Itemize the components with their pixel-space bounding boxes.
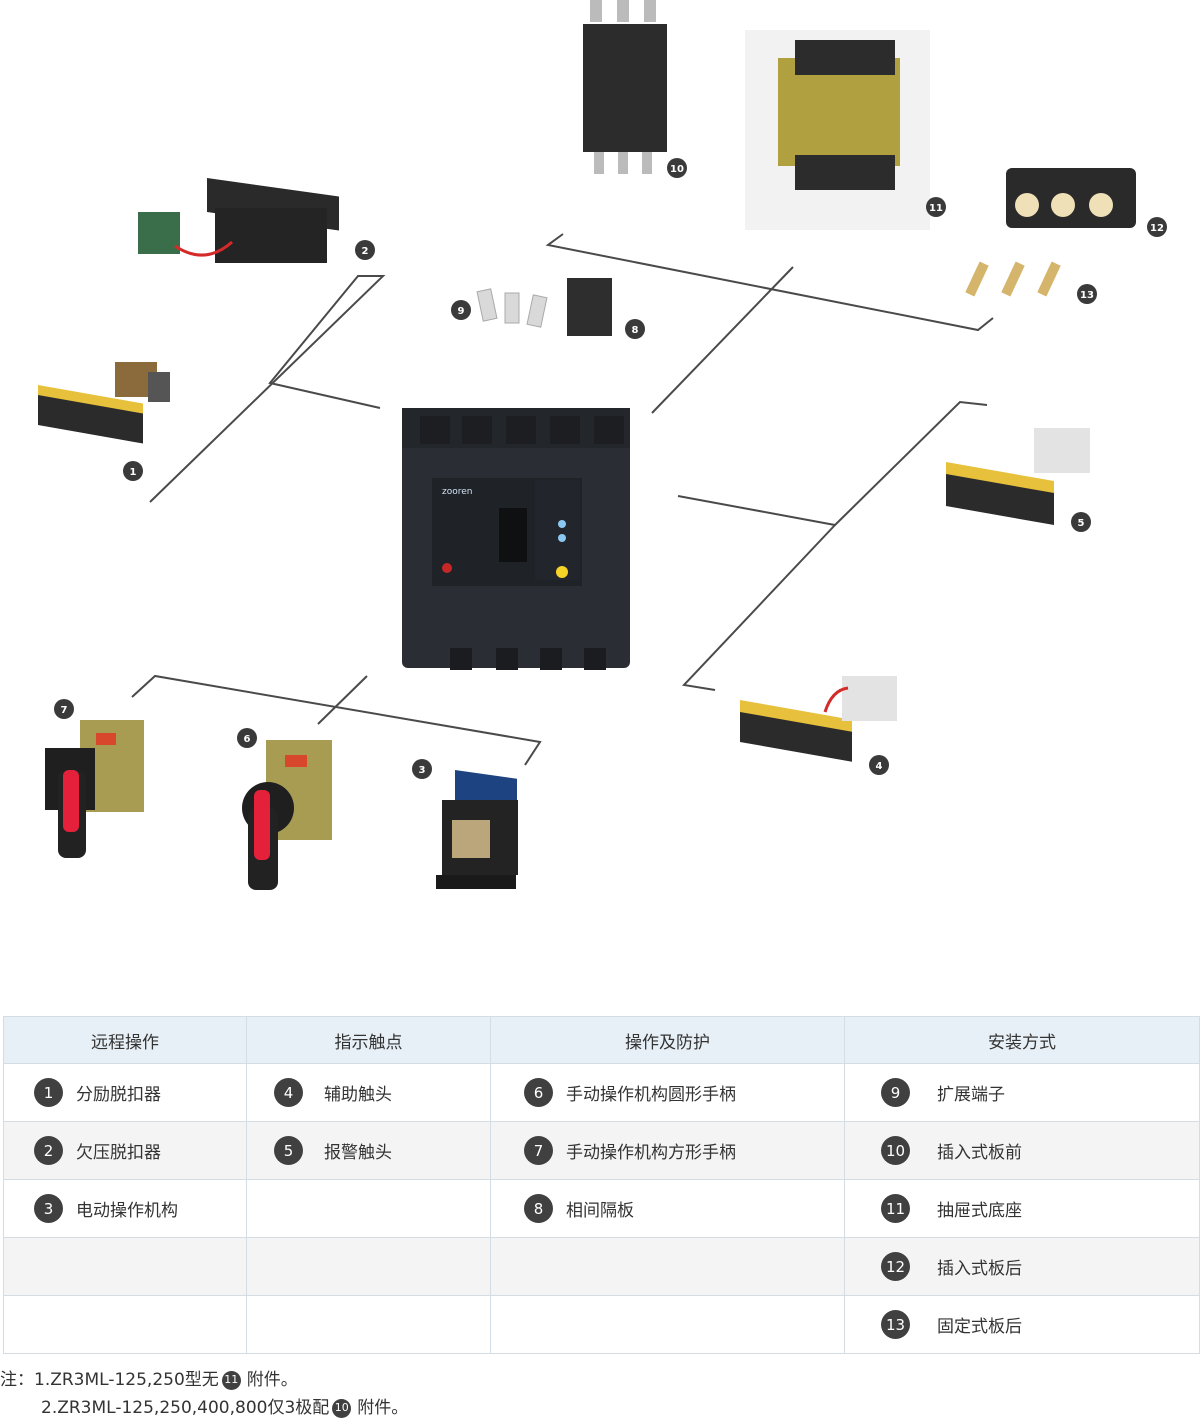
- item-number: 9: [881, 1078, 910, 1107]
- footnote-1-text: 1.ZR3ML-125,250型无: [34, 1370, 219, 1390]
- table-cell-empty: [246, 1179, 491, 1238]
- item-number: 4: [274, 1078, 303, 1107]
- connector-lines: [131, 233, 994, 766]
- table-cell-empty: [3, 1295, 247, 1354]
- callout-1: 1: [130, 467, 137, 478]
- item-label: 分励脱扣器: [76, 1085, 161, 1105]
- table-header-row: 远程操作 指示触点 操作及防护 安装方式: [3, 1016, 1200, 1064]
- footnotes: 注： 1.ZR3ML-125,250型无 11 附件。 2.ZR3ML-125,…: [0, 1366, 408, 1422]
- table-cell: 4 辅助触头: [246, 1063, 491, 1122]
- callout-11: 11: [929, 203, 943, 214]
- item-label: 电动操作机构: [76, 1201, 178, 1221]
- main-breaker: zooren: [402, 408, 630, 670]
- table-row: 3 电动操作机构 8 相间隔板 11 抽屉式底座: [3, 1179, 1200, 1238]
- table-cell-empty: [246, 1295, 491, 1354]
- item-label: 相间隔板: [566, 1201, 634, 1221]
- table-cell: 5 报警触头: [246, 1121, 491, 1180]
- accessory-plugin-rear: [1006, 168, 1136, 228]
- table-row: 2 欠压脱扣器 5 报警触头 7 手动操作机构方形手柄 10 插入式板前: [3, 1121, 1200, 1180]
- item-number: 1: [34, 1078, 63, 1107]
- item-number: 12: [881, 1252, 910, 1281]
- accessory-extension-terminals: [476, 288, 548, 328]
- callout-2: 2: [362, 246, 369, 257]
- callout-8: 8: [632, 325, 639, 336]
- item-label: 手动操作机构圆形手柄: [566, 1085, 736, 1105]
- header-installation-method: 安装方式: [844, 1016, 1200, 1064]
- item-label: 报警触头: [324, 1143, 392, 1163]
- table-cell: 10 插入式板前: [844, 1121, 1200, 1180]
- accessory-diagram: zooren: [38, 0, 1167, 890]
- accessory-rotary-handle-round: [242, 740, 332, 890]
- header-operation-protection: 操作及防护: [490, 1016, 845, 1064]
- item-label: 抽屉式底座: [937, 1201, 1022, 1221]
- callout-13: 13: [1080, 290, 1094, 301]
- accessory-drawout-base: [745, 30, 930, 230]
- table-cell: 11 抽屉式底座: [844, 1179, 1200, 1238]
- accessory-alarm-contact: [946, 428, 1090, 526]
- callout-5: 5: [1078, 518, 1085, 529]
- item-number: 10: [881, 1136, 910, 1165]
- header-indicator-contacts: 指示触点: [246, 1016, 491, 1064]
- brand-label: zooren: [442, 487, 472, 497]
- accessory-rotary-handle-square: [45, 720, 144, 858]
- accessory-plugin-front: [583, 0, 667, 174]
- table-cell-empty: [490, 1237, 845, 1296]
- table-cell: 6 手动操作机构圆形手柄: [490, 1063, 845, 1122]
- footnote-2: 2.ZR3ML-125,250,400,800仅3极配 10 附件。: [0, 1394, 408, 1422]
- callout-7: 7: [61, 705, 68, 716]
- item-number: 11: [881, 1194, 910, 1223]
- footnote-1: 注： 1.ZR3ML-125,250型无 11 附件。: [0, 1366, 408, 1394]
- footnote-1-number: 11: [221, 1370, 241, 1390]
- table-cell: 13 固定式板后: [844, 1295, 1200, 1354]
- item-label: 固定式板后: [937, 1317, 1022, 1337]
- table-cell-empty: [3, 1237, 247, 1296]
- item-label: 插入式板前: [937, 1143, 1022, 1163]
- item-number: 8: [524, 1194, 553, 1223]
- accessory-undervoltage-release: [138, 178, 339, 263]
- table-row: 1 分励脱扣器 4 辅助触头 6 手动操作机构圆形手柄 9 扩展端子: [3, 1063, 1200, 1122]
- accessory-table: 远程操作 指示触点 操作及防护 安装方式 1 分励脱扣器 4 辅助触头 6 手动操作机…: [3, 1016, 1200, 1354]
- footnote-2-suffix: 附件。: [357, 1398, 409, 1418]
- item-number: 7: [524, 1136, 553, 1165]
- table-cell-empty: [490, 1295, 845, 1354]
- table-cell: 1 分励脱扣器: [3, 1063, 247, 1122]
- table-cell: 12 插入式板后: [844, 1237, 1200, 1296]
- item-number: 3: [34, 1194, 63, 1223]
- table-cell-empty: [246, 1237, 491, 1296]
- footnote-1-suffix: 附件。: [246, 1370, 298, 1390]
- item-number: 2: [34, 1136, 63, 1165]
- item-label: 欠压脱扣器: [76, 1143, 161, 1163]
- accessory-phase-barrier: [567, 278, 612, 336]
- item-number: 5: [274, 1136, 303, 1165]
- item-number: 6: [524, 1078, 553, 1107]
- table-cell: 9 扩展端子: [844, 1063, 1200, 1122]
- item-label: 插入式板后: [937, 1259, 1022, 1279]
- table-cell: 7 手动操作机构方形手柄: [490, 1121, 845, 1180]
- callout-badges: 1 2 3 4 5 6 7 8 9 10 11 12 13: [54, 158, 1167, 779]
- accessory-shunt-release: [38, 362, 170, 444]
- table-cell: 8 相间隔板: [490, 1179, 845, 1238]
- callout-12: 12: [1150, 223, 1164, 234]
- item-label: 扩展端子: [937, 1085, 1005, 1105]
- table-row: 13 固定式板后: [3, 1295, 1200, 1354]
- table-cell: 2 欠压脱扣器: [3, 1121, 247, 1180]
- header-remote-operation: 远程操作: [3, 1016, 247, 1064]
- footnote-prefix: 注：: [0, 1370, 34, 1390]
- item-label: 手动操作机构方形手柄: [566, 1143, 736, 1163]
- callout-10: 10: [670, 164, 684, 175]
- table-row: 12 插入式板后: [3, 1237, 1200, 1296]
- accessory-auxiliary-contact: [740, 676, 897, 762]
- item-number: 13: [881, 1310, 910, 1339]
- callout-4: 4: [876, 761, 883, 772]
- callout-6: 6: [244, 734, 251, 745]
- accessory-fixed-rear: [965, 261, 1061, 297]
- callout-9: 9: [458, 306, 465, 317]
- accessory-motor-operator: [436, 770, 518, 889]
- table-cell: 3 电动操作机构: [3, 1179, 247, 1238]
- callout-3: 3: [419, 765, 426, 776]
- footnote-2-text: 2.ZR3ML-125,250,400,800仅3极配: [41, 1398, 330, 1418]
- item-label: 辅助触头: [324, 1085, 392, 1105]
- footnote-2-number: 10: [332, 1398, 352, 1418]
